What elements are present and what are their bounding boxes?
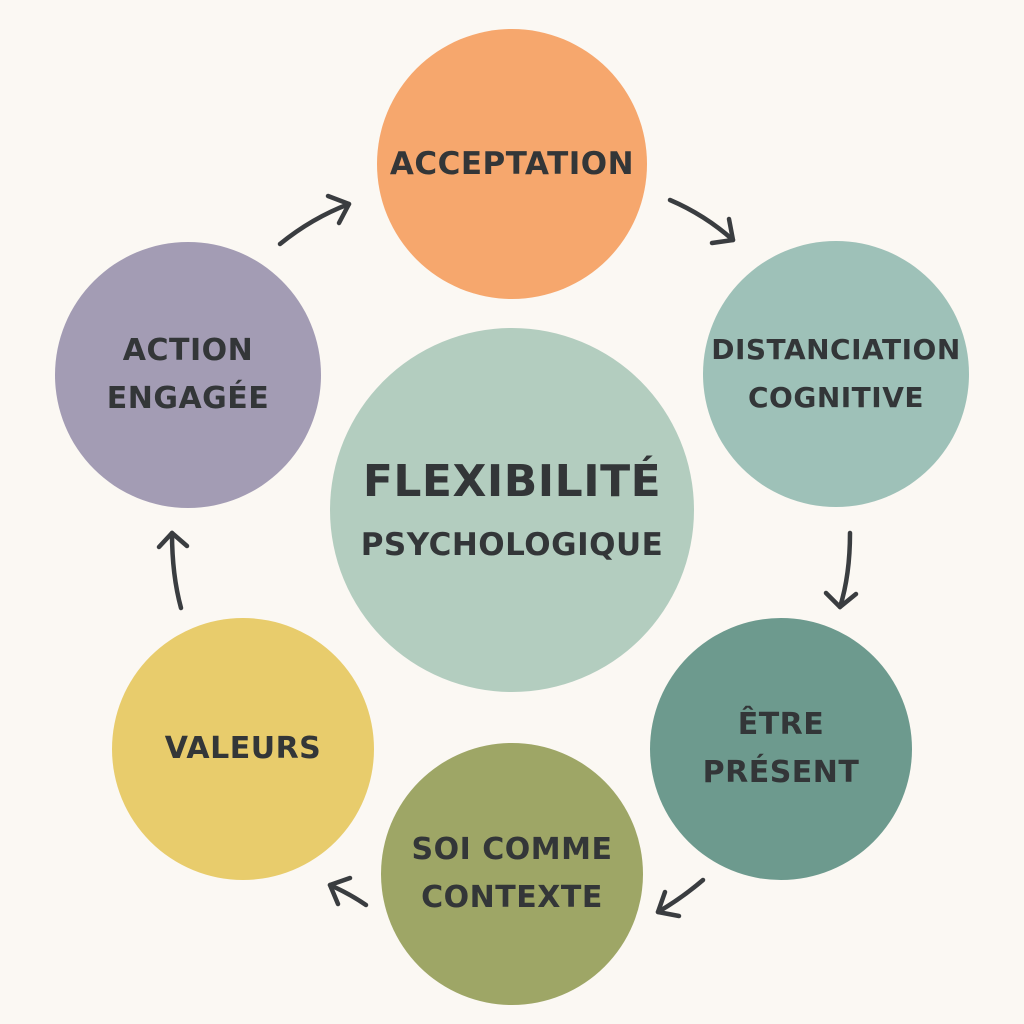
node-label-line2: COGNITIVE xyxy=(748,381,924,414)
arrow-distanciation-to-etre-present xyxy=(823,530,859,610)
node-label-line1: ÊTRE xyxy=(737,707,825,742)
arrow-action-to-acceptation xyxy=(277,193,352,247)
node-soi-comme-contexte: SOI COMME CONTEXTE xyxy=(381,743,643,1005)
center-node-flexibilite-psychologique: FLEXIBILITÉ PSYCHOLOGIQUE xyxy=(330,328,694,692)
node-label-line1: SOI COMME xyxy=(411,832,613,867)
node-label-line2: CONTEXTE xyxy=(421,880,603,915)
center-title-line1: FLEXIBILITÉ xyxy=(362,456,662,507)
node-action-engagee: ACTION ENGAGÉE xyxy=(55,242,321,508)
arrow-valeurs-to-action xyxy=(156,530,190,611)
node-label: ACCEPTATION xyxy=(389,146,635,182)
node-label-line1: DISTANCIATION xyxy=(711,333,961,366)
node-valeurs: VALEURS xyxy=(112,618,374,880)
node-etre-present: ÊTRE PRÉSENT xyxy=(650,618,912,880)
arrow-etre-present-to-soi xyxy=(655,877,706,919)
node-distanciation-cognitive: DISTANCIATION COGNITIVE xyxy=(703,241,969,507)
node-label: VALEURS xyxy=(164,731,322,766)
node-label-line2: PRÉSENT xyxy=(702,755,860,790)
node-acceptation: ACCEPTATION xyxy=(377,29,647,299)
arrow-acceptation-to-distanciation xyxy=(667,197,736,246)
node-label-line1: ACTION xyxy=(122,333,254,368)
node-label-line2: ENGAGÉE xyxy=(106,381,270,416)
arrow-soi-to-valeurs xyxy=(327,875,369,908)
center-title-line2: PSYCHOLOGIQUE xyxy=(360,527,664,563)
